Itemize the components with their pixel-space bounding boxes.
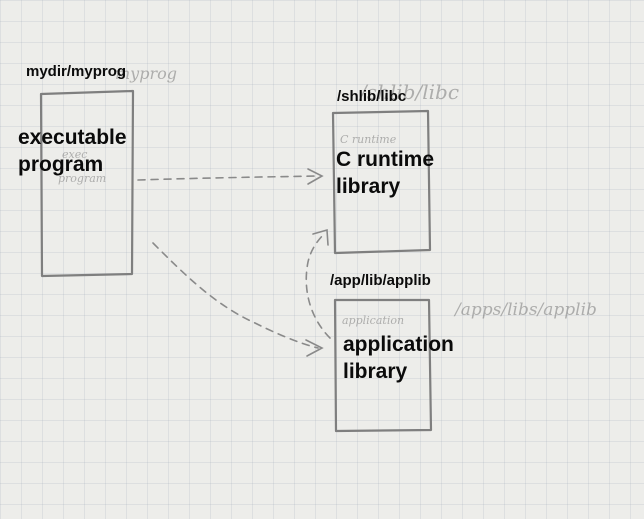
libc-title-line-1: C runtime: [336, 148, 435, 171]
program-pencil-note-path: myprog: [115, 64, 177, 83]
program-box: [39, 89, 135, 278]
edge-program-to-libc: [137, 175, 319, 181]
applib-path-label: /app/lib/applib: [330, 272, 431, 289]
applib-title-line-2: library: [343, 360, 408, 383]
libc-title-line-2: library: [336, 175, 401, 198]
edge-applib-to-libc: [305, 232, 331, 339]
libc-pencil-note: C runtime: [340, 133, 397, 146]
program-title-line-1: executable: [18, 126, 127, 149]
applib-pencil-note: application: [342, 314, 405, 327]
edge-applib-to-libc-head: [312, 228, 329, 246]
libc-box: [331, 109, 432, 255]
program-pencil-note-2: program: [58, 172, 107, 185]
libc-path-label: /shlib/libc: [337, 88, 407, 105]
edge-program-to-libc-head: [307, 168, 324, 185]
edge-program-to-applib: [152, 242, 319, 349]
applib-box: [333, 298, 433, 433]
libc-pencil-note-path: /shlib/libc: [360, 80, 460, 104]
program-path-label: mydir/myprog: [26, 63, 127, 80]
edge-program-to-applib-head: [305, 339, 324, 357]
program-title-line-2: program: [18, 153, 104, 176]
applib-pencil-note-path: /apps/libs/applib: [455, 300, 597, 320]
applib-title-line-1: application: [343, 333, 454, 356]
program-pencil-note-1: exec: [62, 148, 88, 161]
